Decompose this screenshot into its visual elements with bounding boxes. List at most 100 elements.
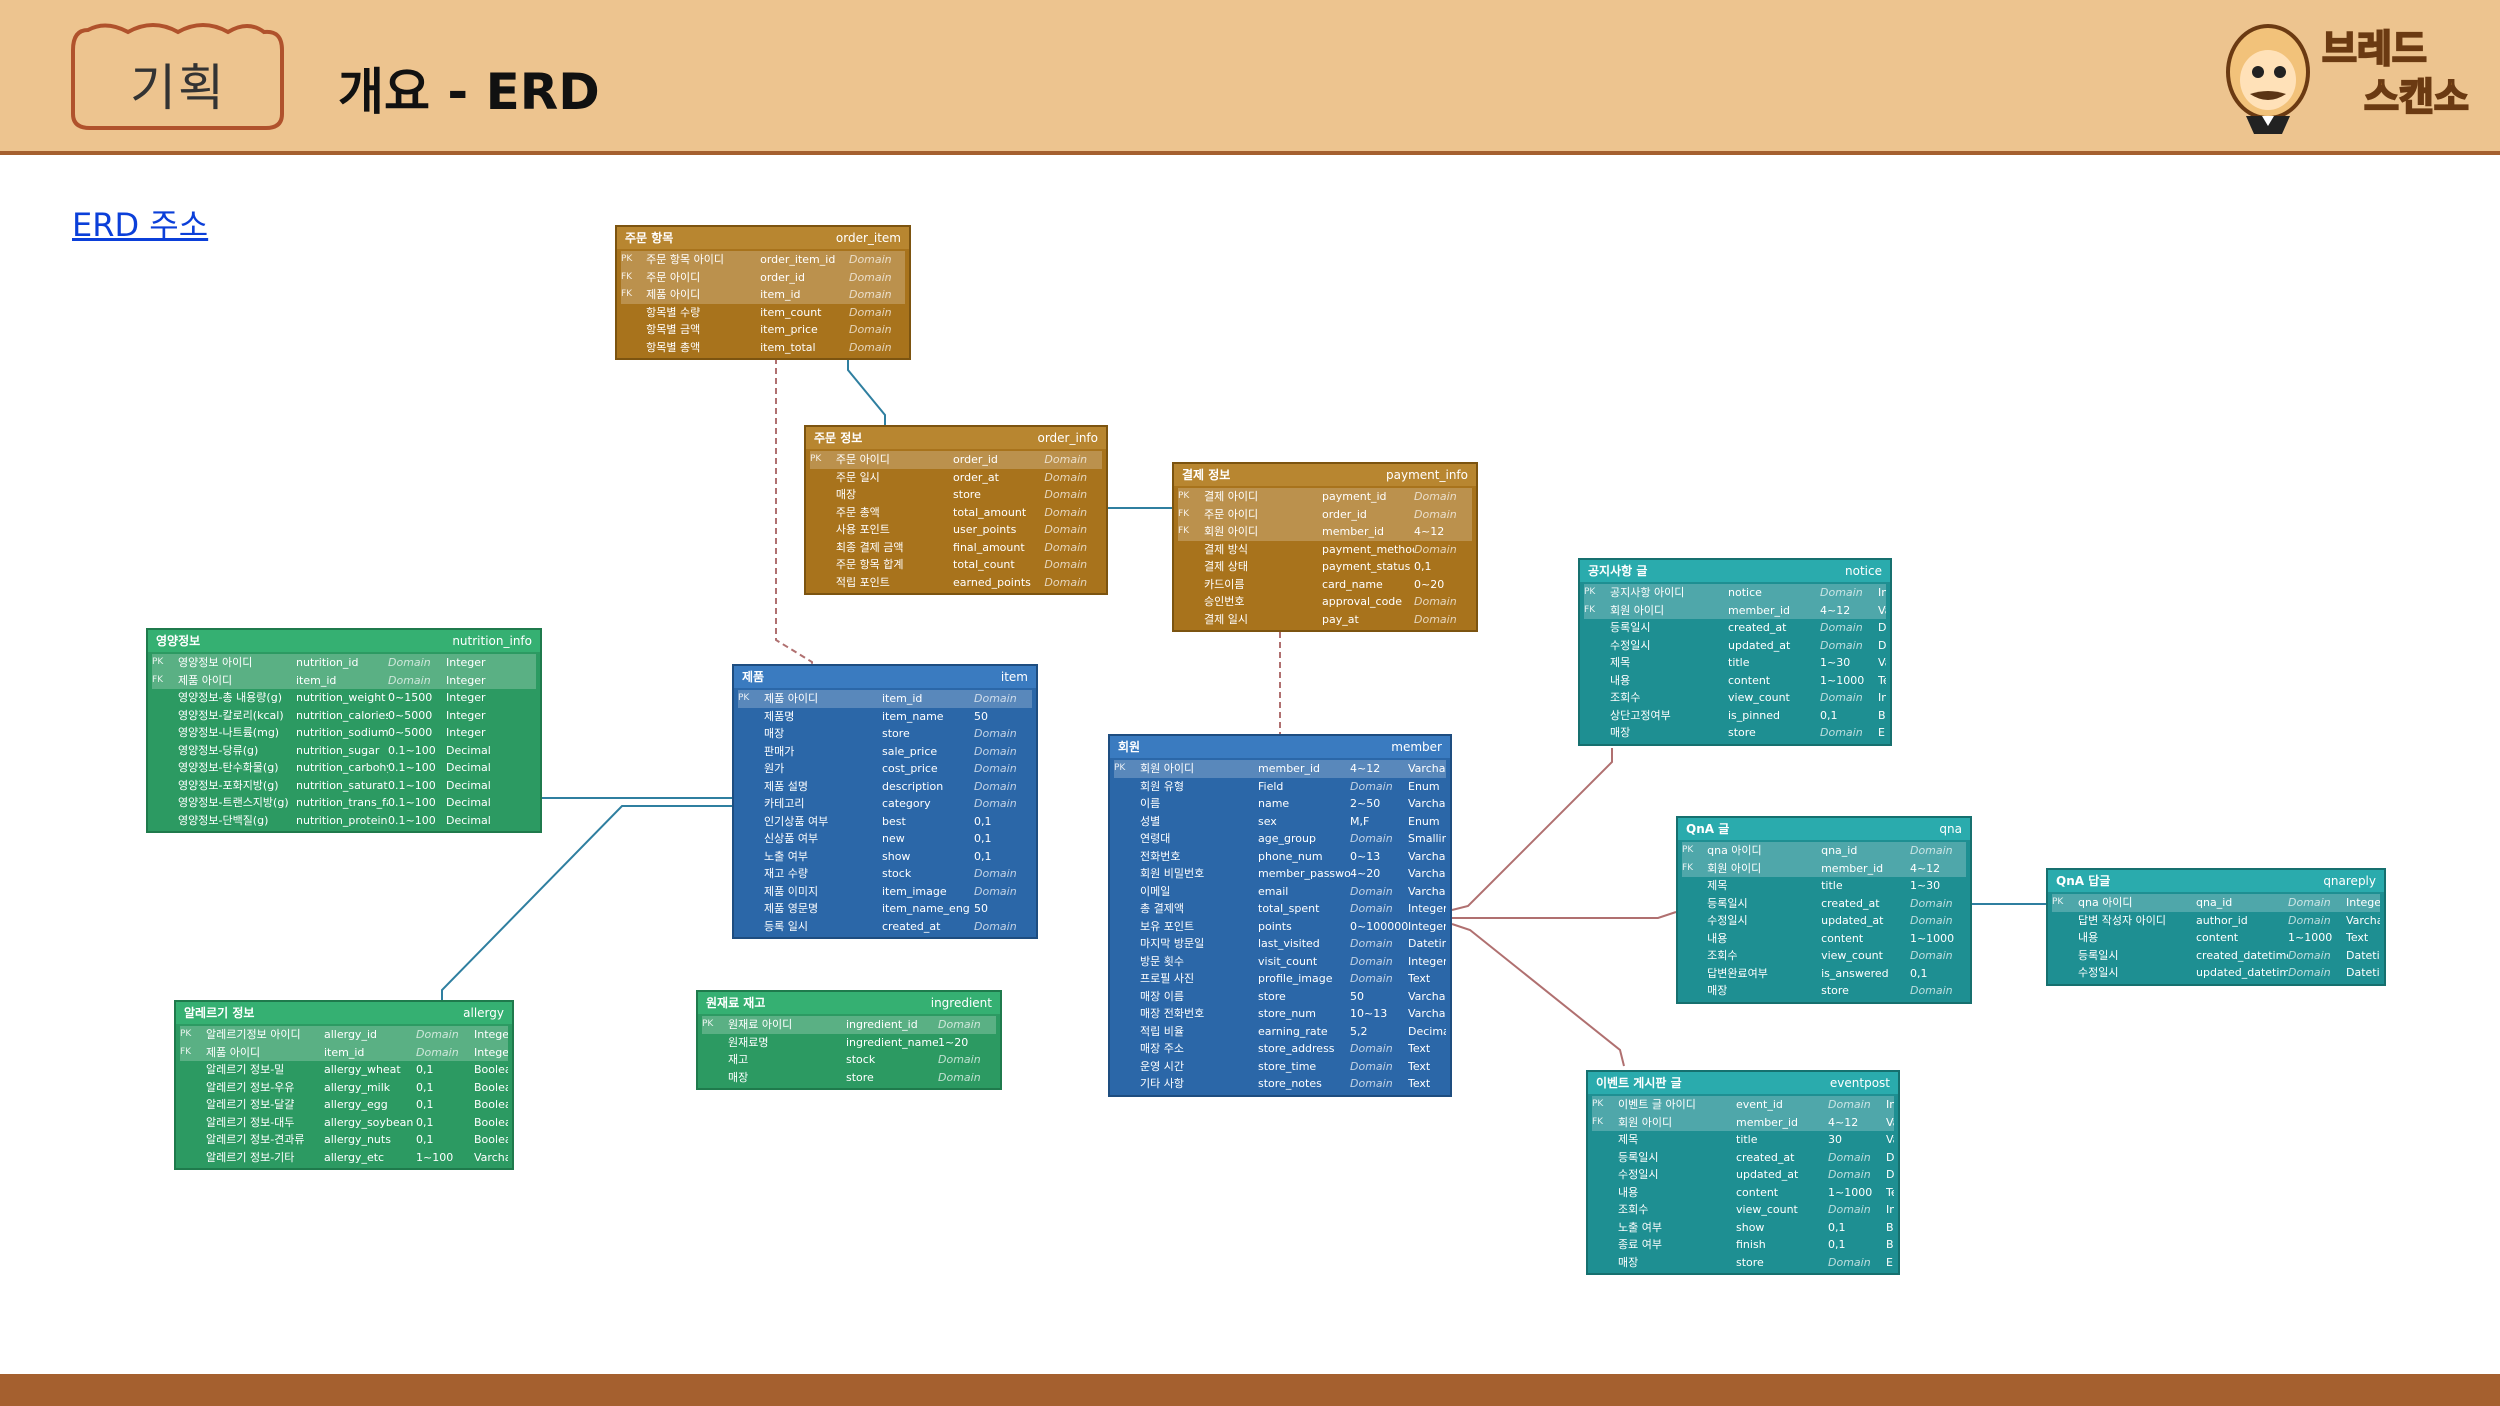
column-name-en: content: [1728, 673, 1771, 687]
column-type: Datetime: [1408, 937, 1446, 950]
entity-title-en: qnareply: [2323, 874, 2376, 888]
column-name-en: updated_datetime: [2196, 966, 2288, 979]
column-type: Datetime: [1886, 1150, 1894, 1164]
column-row: 매장storeDomainEnum: [1682, 982, 1966, 1000]
key-marker: [810, 539, 836, 557]
column-name-en: item_id: [296, 673, 337, 687]
key-marker: [1592, 1219, 1618, 1237]
entity-title-ko: 알레르기 정보: [184, 1006, 255, 1020]
column-name-ko: 원가: [764, 762, 785, 775]
column-domain: 1~30: [1820, 656, 1851, 669]
column-name-en: nutrition_weight: [296, 691, 386, 704]
column-name-ko: 항목별 총액: [646, 340, 701, 354]
column-domain: Domain: [1909, 896, 1953, 910]
key-marker: [1114, 1058, 1140, 1076]
column-name-ko: 노출 여부: [764, 849, 808, 863]
column-name-en: earned_points: [953, 575, 1031, 589]
column-domain: 0,1: [974, 814, 992, 828]
column-name-ko: 항목별 금액: [646, 323, 701, 336]
key-marker: [1178, 593, 1204, 611]
key-marker: PK: [180, 1029, 192, 1039]
logo-text-line1: 브레드: [2321, 26, 2428, 72]
column-domain: Domain: [2288, 966, 2331, 979]
column-domain: 4~12: [1909, 861, 1941, 875]
column-type: Decimal: [446, 761, 491, 774]
column-name-en: member_id: [1736, 1115, 1799, 1129]
column-name-ko: 이벤트 글 아이디: [1618, 1098, 1696, 1111]
column-domain: Domain: [848, 305, 892, 319]
column-domain: 1~1000: [1820, 673, 1865, 687]
column-name-en: card_name: [1322, 577, 1383, 591]
key-marker: FK: [1682, 862, 1694, 873]
column-row: 제품 설명descriptionDomainText: [738, 778, 1032, 796]
key-marker: [1178, 558, 1204, 576]
column-name-ko: 운영 시간: [1140, 1059, 1184, 1073]
column-name-ko: 마지막 방문일: [1140, 937, 1205, 950]
column-name-ko: 회원 아이디: [1204, 525, 1259, 538]
rel-member-notice: [1451, 748, 1613, 911]
key-marker: [1592, 1166, 1618, 1184]
column-domain: Domain: [1350, 884, 1393, 898]
column-name-en: store_notes: [1258, 1077, 1322, 1090]
key-marker: [738, 760, 764, 778]
column-row: 매장storeDomainEnum: [738, 725, 1032, 743]
column-name-en: pay_at: [1322, 612, 1359, 626]
column-name-en: sex: [1258, 814, 1277, 828]
erd-url-link[interactable]: ERD 주소: [72, 206, 209, 244]
key-marker: [180, 1131, 206, 1149]
column-name-ko: 제품 설명: [764, 779, 808, 793]
column-name-en: store: [1736, 1255, 1764, 1269]
column-name-ko: 회원 아이디: [1618, 1115, 1673, 1129]
key-marker: [1114, 865, 1140, 883]
key-marker: [738, 795, 764, 813]
column-domain: 30: [1828, 1133, 1842, 1146]
column-name-ko: 수정일시: [2078, 966, 2119, 979]
column-type: Datetime: [1878, 638, 1886, 652]
column-domain: Domain: [388, 656, 431, 669]
column-domain: Domain: [1414, 507, 1457, 521]
key-marker: [1178, 541, 1204, 559]
column-domain: Domain: [974, 762, 1017, 775]
column-domain: Domain: [974, 919, 1017, 933]
key-marker: FK: [1178, 526, 1190, 536]
key-marker: PK: [152, 657, 164, 667]
column-type: Varchar: [1408, 849, 1446, 863]
key-marker: [738, 778, 764, 796]
column-row: 재고stockDomainInteger: [702, 1051, 996, 1069]
column-name-en: item_count: [760, 305, 822, 319]
column-domain: Domain: [848, 253, 892, 266]
key-marker: [738, 813, 764, 831]
column-name-en: total_count: [953, 558, 1015, 571]
column-domain: Domain: [1350, 832, 1393, 845]
column-domain: 4~12: [1820, 603, 1851, 617]
column-name-en: item_name_eng: [882, 902, 970, 915]
column-name-en: allergy_nuts: [324, 1133, 391, 1146]
column-name-en: item_price: [760, 323, 818, 336]
key-marker: [1584, 724, 1610, 742]
column-domain: Domain: [974, 744, 1017, 758]
